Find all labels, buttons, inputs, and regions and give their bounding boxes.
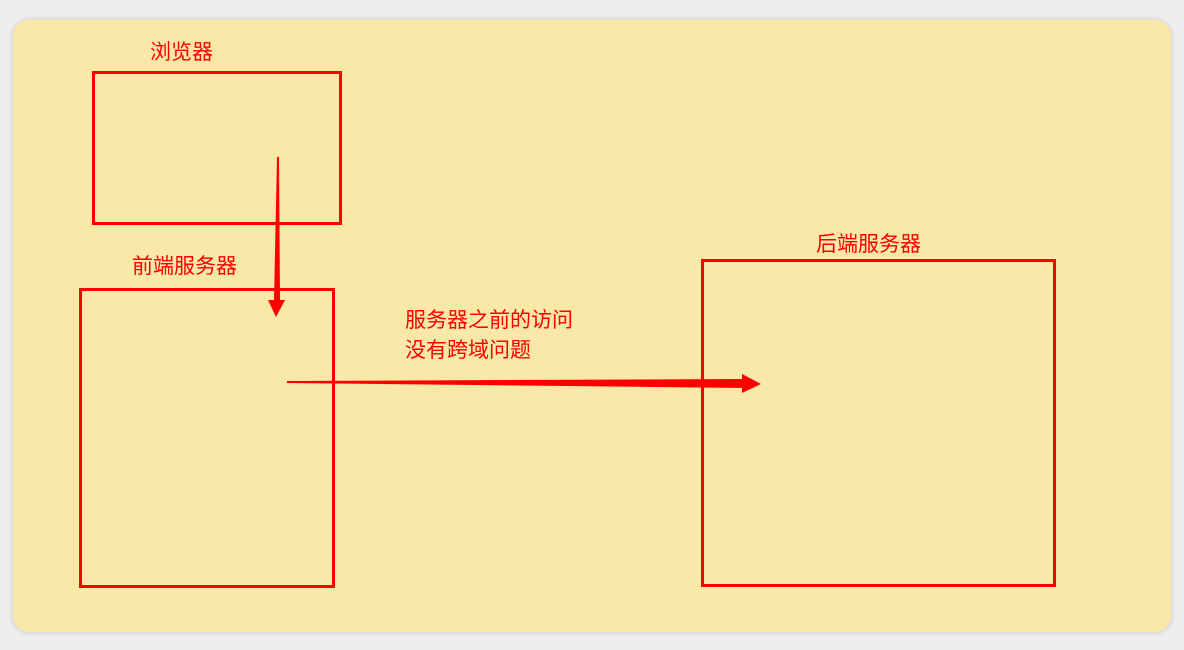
- diagram-panel: [13, 20, 1171, 632]
- frontend-server-box: [79, 288, 335, 588]
- browser-label: 浏览器: [150, 40, 213, 64]
- backend-server-box: [701, 259, 1056, 587]
- frontend-server-label: 前端服务器: [132, 254, 237, 278]
- browser-box: [92, 71, 342, 225]
- note-line-1: 服务器之前的访问: [405, 308, 573, 332]
- note-line-2: 没有跨域问题: [405, 338, 531, 362]
- backend-server-label: 后端服务器: [816, 232, 921, 256]
